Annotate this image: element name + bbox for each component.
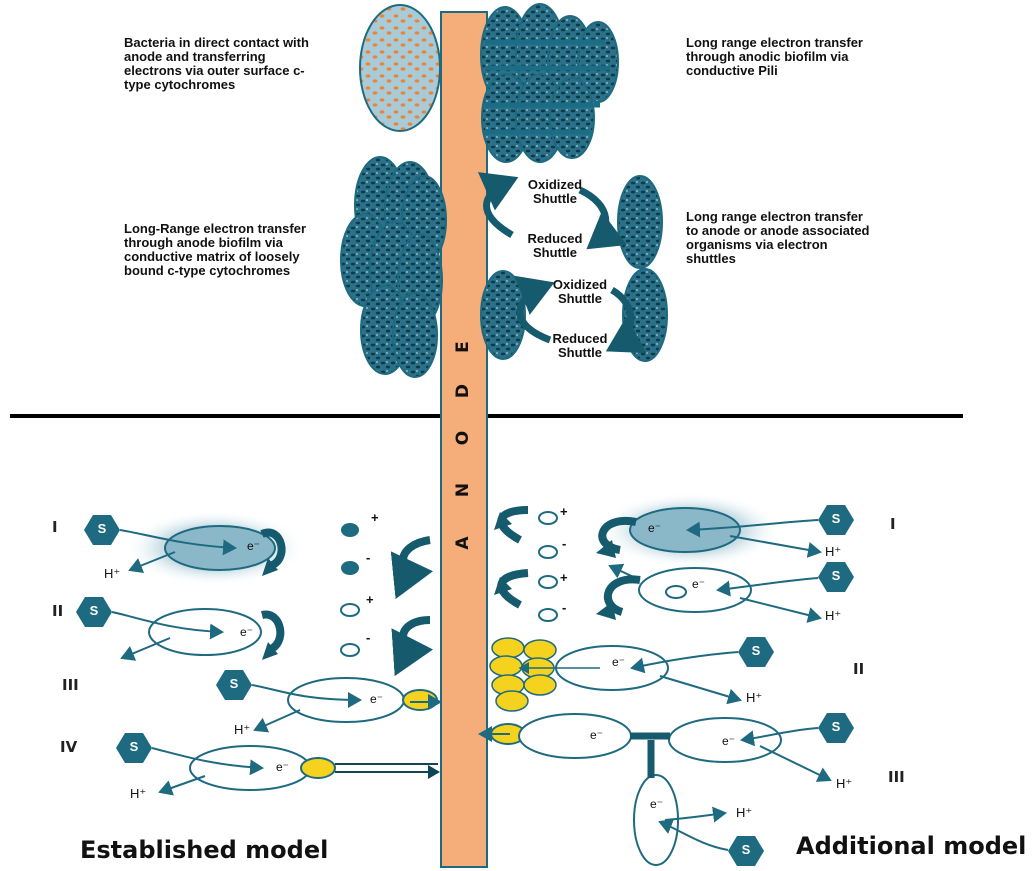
minus-sign: - xyxy=(366,550,370,565)
substrate-label: S xyxy=(225,676,243,691)
proton-label: H⁺ xyxy=(736,805,752,821)
proton-label: H⁺ xyxy=(825,544,841,560)
shuttle-cell-right-upper xyxy=(618,176,662,268)
proton-label: H⁺ xyxy=(836,776,852,792)
annotation-mid-left: Long-Range electron transfer through ano… xyxy=(124,222,339,278)
shuttle-arrow-upper-left xyxy=(487,180,513,235)
electron-label: e⁻ xyxy=(370,692,383,706)
proton-label: H⁺ xyxy=(130,786,146,802)
annotation-mid-right: Long range electron transfer to anode or… xyxy=(686,210,876,266)
proton-label: H⁺ xyxy=(234,722,250,738)
minus-sign: - xyxy=(562,600,566,615)
plus-sign: + xyxy=(560,504,568,519)
annotation-top-left: Bacteria in direct contact with anode an… xyxy=(124,36,324,92)
roman-est-I: I xyxy=(52,518,58,536)
anode-letter-a: A xyxy=(453,532,473,554)
cell-add-I xyxy=(630,508,740,552)
minus-sign: - xyxy=(562,536,566,551)
cytochrome-est-III xyxy=(403,690,437,710)
electron-label: e⁻ xyxy=(240,625,253,639)
reduced-add-I xyxy=(539,546,557,558)
plus-sign: + xyxy=(366,592,374,607)
roman-est-IV: IV xyxy=(60,738,77,756)
oxidized-est-II xyxy=(341,604,359,616)
additional-model-title: Additional model xyxy=(796,832,1026,860)
cytochrome-est-IV xyxy=(301,758,335,778)
anode-letter-d: D xyxy=(453,380,473,402)
oxidized-shuttle-label-upper: Oxidized Shuttle xyxy=(520,178,590,206)
anode-letter-n: N xyxy=(453,479,473,501)
proton-label: H⁺ xyxy=(746,690,762,706)
minus-sign: - xyxy=(366,630,370,645)
substrate-label: S xyxy=(125,739,143,754)
reduced-est-I xyxy=(341,561,359,575)
substrate-label: S xyxy=(747,643,765,658)
reduced-est-II xyxy=(341,644,359,656)
plus-sign: + xyxy=(371,510,379,525)
cell-add-III-a xyxy=(519,714,631,758)
substrate-label: S xyxy=(737,842,755,857)
roman-add-III: III xyxy=(888,768,905,786)
substrate-label: S xyxy=(827,568,845,583)
electron-label: e⁻ xyxy=(612,655,625,669)
substrate-label: S xyxy=(827,511,845,526)
substrate-label: S xyxy=(93,521,111,536)
plus-sign: + xyxy=(560,570,568,585)
substrate-label: S xyxy=(85,603,103,618)
oxidized-add-I-b xyxy=(539,576,557,588)
annotation-top-right: Long range electron transfer through ano… xyxy=(686,36,876,78)
reduced-shuttle-label-lower: Reduced Shuttle xyxy=(545,332,615,360)
conductive-matrix-cluster xyxy=(341,157,446,377)
roman-add-II: II xyxy=(853,660,864,678)
electron-label: e⁻ xyxy=(650,797,663,811)
proton-label: H⁺ xyxy=(104,566,120,582)
oxidized-shuttle-label-lower: Oxidized Shuttle xyxy=(545,278,615,306)
roman-add-I: I xyxy=(890,515,896,533)
anode-letter-o: O xyxy=(453,427,473,449)
established-model-title: Established model xyxy=(80,836,328,864)
substrate-label: S xyxy=(827,719,845,734)
electron-label: e⁻ xyxy=(276,760,289,774)
electron-label: e⁻ xyxy=(247,539,260,553)
electron-label: e⁻ xyxy=(590,728,603,742)
electron-label: e⁻ xyxy=(692,577,705,591)
pili-biofilm-cluster xyxy=(481,4,618,162)
cytochrome-cluster-add-II xyxy=(490,638,556,711)
reduced-add-I-b xyxy=(539,609,557,621)
direct-contact-bacterium xyxy=(360,5,440,131)
oxidized-est-I xyxy=(341,523,359,537)
electron-label: e⁻ xyxy=(722,734,735,748)
electron-label: e⁻ xyxy=(648,521,661,535)
anode-letter-e: E xyxy=(453,336,473,358)
roman-est-III: III xyxy=(62,676,79,694)
reduced-shuttle-label-upper: Reduced Shuttle xyxy=(520,232,590,260)
roman-est-II: II xyxy=(52,602,63,620)
oxidized-add-I xyxy=(539,512,557,524)
proton-label: H⁺ xyxy=(825,608,841,624)
